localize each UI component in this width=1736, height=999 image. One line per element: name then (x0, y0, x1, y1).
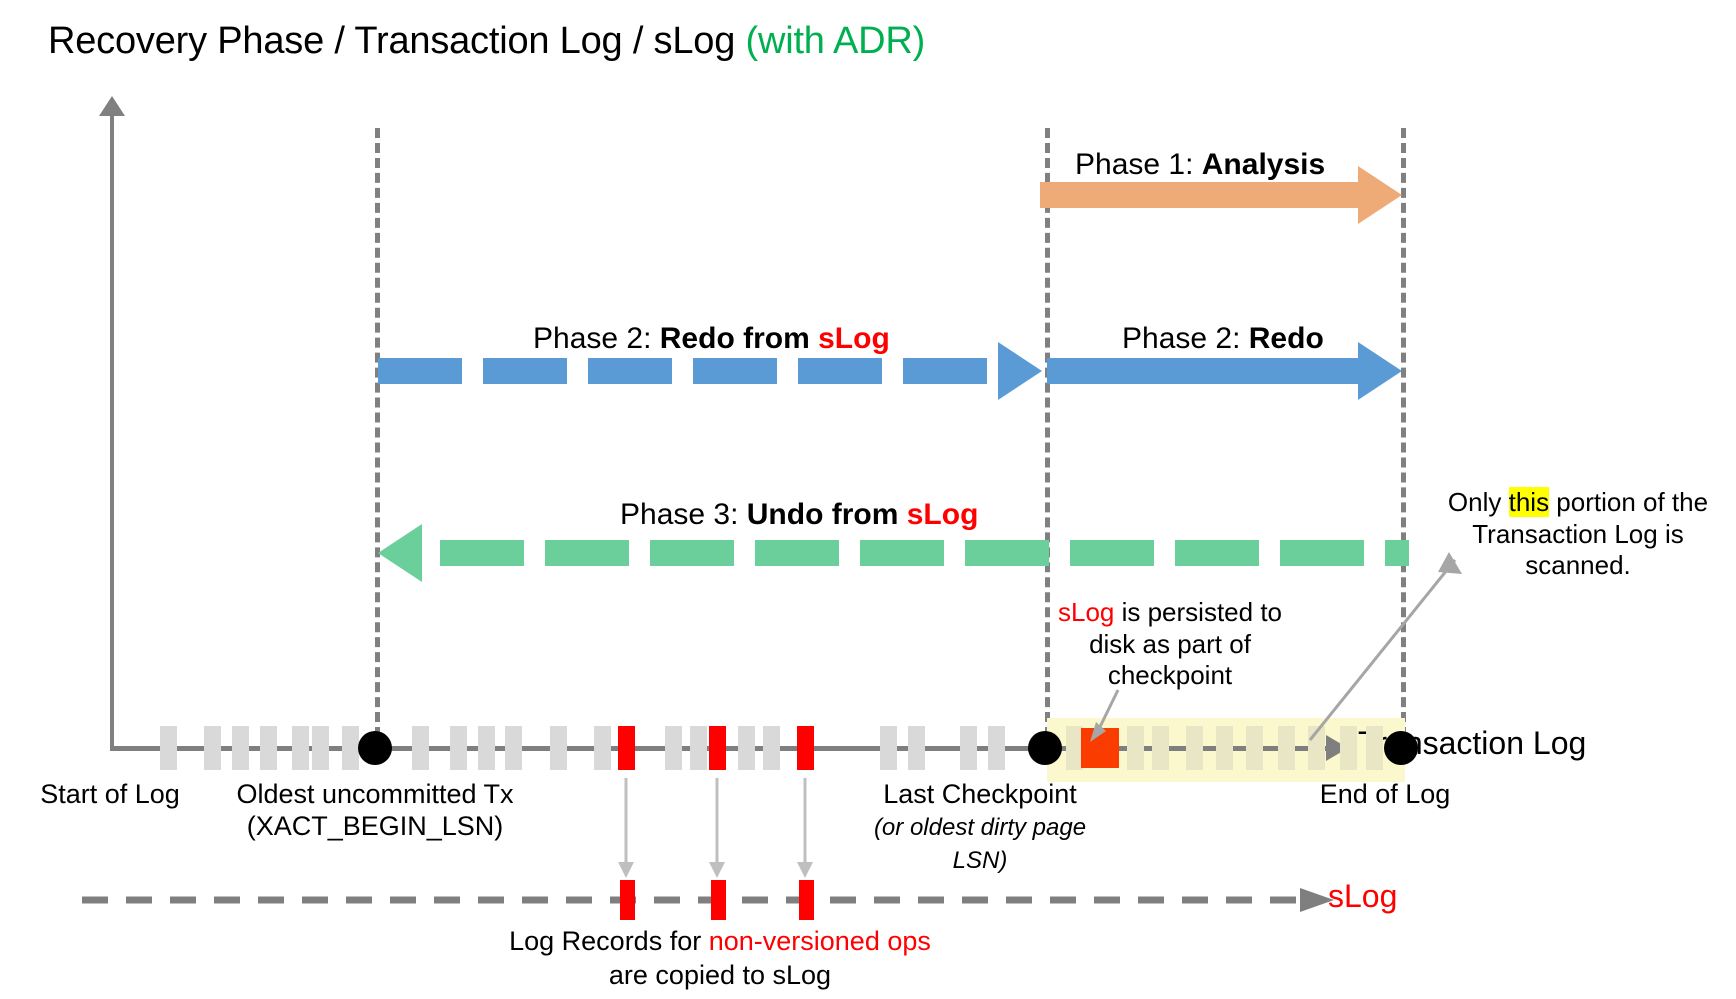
phase1-analysis-arrowhead-icon (1358, 166, 1402, 224)
phase3-undo-label: Phase 3: Undo from sLog (620, 498, 978, 532)
marker-dot-oldest-uncommitted-tx (358, 731, 392, 765)
scan-note-post: portion of the (1549, 487, 1709, 517)
phase2-redo-label: Phase 2: Redo (1122, 322, 1324, 356)
marker-dot-end-of-log (1384, 731, 1418, 765)
slog-record-tick-3 (799, 880, 814, 920)
phase2-redo-prefix: Phase 2: (1122, 322, 1249, 355)
phase3-undo-red: sLog (906, 498, 979, 531)
slog-persisted-record-marker (1081, 728, 1119, 768)
label-last-checkpoint: Last Checkpoint (or oldest dirty page LS… (830, 778, 1130, 876)
phase1-name: Analysis (1201, 148, 1326, 181)
vertical-axis-line (110, 108, 114, 748)
label-start-of-log: Start of Log (40, 779, 180, 809)
scan-note-highlight: this (1508, 487, 1550, 517)
phase2-slog-red: sLog (818, 322, 890, 355)
scan-portion-note: Only this portion of the Transaction Log… (1423, 487, 1733, 582)
label-end-of-log: End of Log (1319, 779, 1451, 809)
phase2-redo-arrow-bar (1047, 358, 1358, 384)
checkpoint-note-line2: disk as part of (1089, 628, 1251, 659)
page-title-main: Recovery Phase / Transaction Log / sLog (48, 20, 746, 62)
phase2-slog-prefix: Phase 2: (533, 322, 660, 355)
label-last-checkpoint-main: Last Checkpoint (883, 779, 1077, 809)
guide-oldest-uncommitted-tx (375, 128, 380, 752)
checkpoint-note-line3: checkpoint (1107, 660, 1233, 691)
page-title-adr: (with ADR) (745, 20, 926, 62)
phase1-analysis-arrow-bar (1040, 182, 1358, 208)
guide-last-checkpoint (1045, 128, 1050, 752)
slog-caption-line2: are copied to sLog (608, 959, 832, 990)
checkpoint-note-slog: sLog (1057, 597, 1115, 627)
slog-record-tick-2 (711, 880, 726, 920)
slog-record-tick-1 (620, 880, 635, 920)
scan-note-pre: Only (1447, 487, 1509, 517)
marker-dot-last-checkpoint (1028, 731, 1062, 765)
slog-axis-label: sLog (1328, 878, 1398, 914)
checkpoint-note-line1: is persisted to (1114, 597, 1283, 627)
phase2-slog-name: Redo from (659, 322, 819, 355)
checkpoint-persist-note: sLog is persisted to disk as part of che… (1055, 597, 1285, 692)
label-last-checkpoint-sub2: LSN) (952, 847, 1008, 875)
guide-end-of-log (1401, 128, 1406, 752)
slog-copy-caption: Log Records for non-versioned ops are co… (440, 925, 1000, 993)
page-title: Recovery Phase / Transaction Log / sLog … (48, 20, 925, 63)
label-oldest-uncommitted-tx-main: Oldest uncommitted Tx (236, 779, 514, 809)
slog-caption-nonversioned: non-versioned ops (708, 926, 931, 956)
phase2-redo-arrowhead-icon (1358, 342, 1402, 400)
phase1-prefix: Phase 1: (1075, 148, 1202, 181)
slog-caption-pre: Log Records for (509, 926, 709, 956)
label-oldest-uncommitted-tx-sub: (XACT_BEGIN_LSN) (246, 811, 504, 842)
phase1-label: Phase 1: Analysis (1075, 148, 1325, 182)
scan-note-line2: Transaction Log is scanned. (1472, 518, 1684, 581)
vertical-axis-arrow-icon (99, 96, 125, 116)
label-oldest-uncommitted-tx: Oldest uncommitted Tx (XACT_BEGIN_LSN) (215, 778, 535, 843)
phase3-undo-name: Undo from (746, 498, 907, 531)
phase2-redo-name: Redo (1248, 322, 1324, 355)
label-last-checkpoint-sub1: (or oldest dirty page (873, 814, 1087, 842)
phase3-undo-prefix: Phase 3: (620, 498, 747, 531)
phase2-slog-label: Phase 2: Redo from sLog (533, 322, 890, 356)
